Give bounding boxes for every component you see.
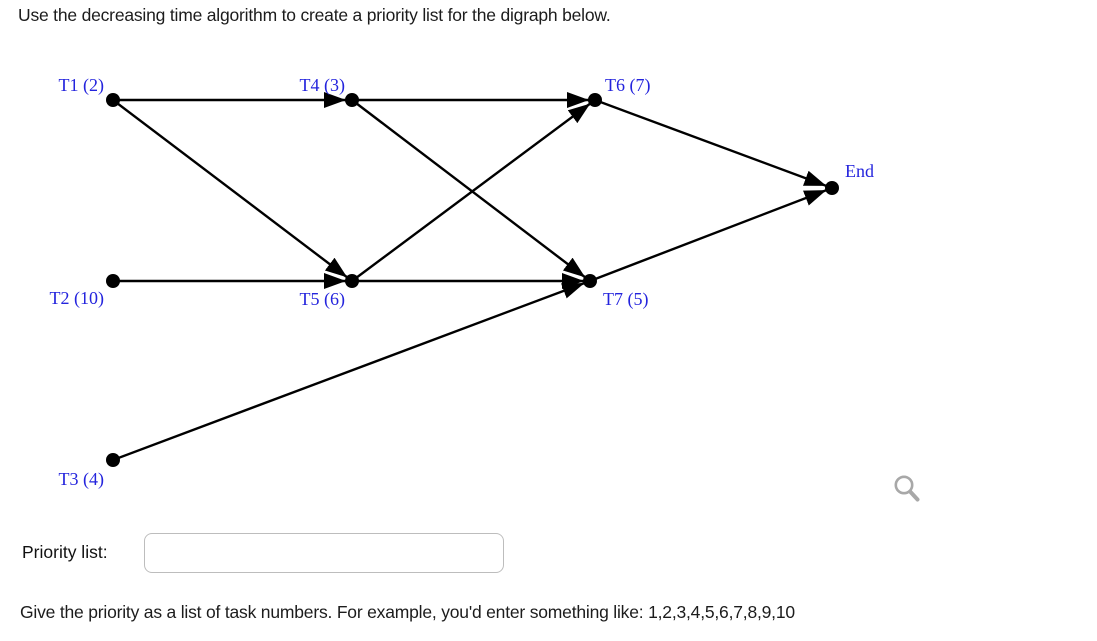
graph-node-label-End: End — [845, 161, 874, 181]
graph-node-T6 — [588, 93, 602, 107]
graph-node-label-T3: T3 (4) — [59, 469, 104, 490]
graph-edge-T7-End — [589, 186, 833, 283]
graph-node-label-T1: T1 (2) — [59, 75, 104, 96]
graph-node-T7 — [583, 274, 597, 288]
graph-node-label-T6: T6 (7) — [605, 75, 650, 96]
graph-edge-T3-T7 — [112, 279, 591, 462]
graph-node-End — [825, 181, 839, 195]
graph-node-label-T7: T7 (5) — [603, 289, 648, 310]
graph-node-label-T2: T2 (10) — [50, 288, 104, 309]
graph-node-label-T5: T5 (6) — [300, 289, 345, 310]
graph-node-T4 — [345, 93, 359, 107]
graph-node-T1 — [106, 93, 120, 107]
graph-edge-T6-End — [594, 98, 833, 190]
graph-node-T5 — [345, 274, 359, 288]
answer-format-hint: Give the priority as a list of task numb… — [20, 602, 795, 622]
graph-edge-T5-T6 — [351, 99, 596, 282]
graph-node-label-T4: T4 (3) — [300, 75, 345, 96]
magnifier-icon[interactable] — [891, 473, 925, 509]
task-digraph: T1 (2) T2 (10) T3 (4) T4 (3) T5 (6) T6 (7) T7 … — [50, 75, 874, 490]
graph-edge-T4-T7 — [351, 99, 591, 282]
question-title: Use the decreasing time algorithm to cre… — [18, 5, 611, 25]
graph-node-T2 — [106, 274, 120, 288]
graph-node-T3 — [106, 453, 120, 467]
priority-list-input[interactable] — [144, 533, 504, 573]
priority-list-label: Priority list: — [22, 542, 108, 562]
graph-edge-T1-T5 — [112, 99, 353, 282]
